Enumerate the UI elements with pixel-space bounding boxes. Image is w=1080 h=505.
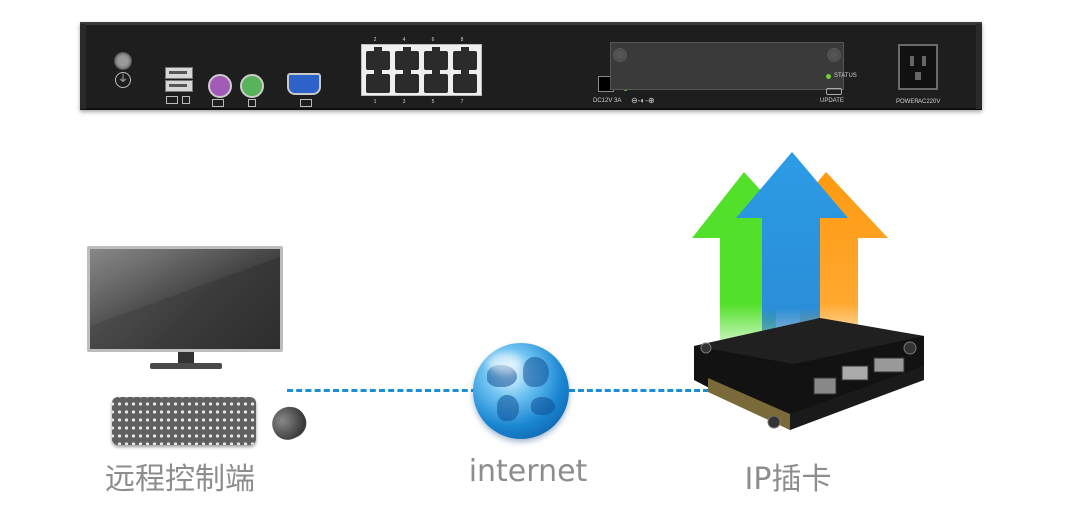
- port-number: 5: [431, 99, 435, 105]
- rack-ear-left: [80, 24, 86, 109]
- usb-port-top: [165, 67, 193, 79]
- screw-icon: [114, 52, 132, 70]
- usb-port-bottom: [165, 80, 193, 92]
- ps2-mouse-port: [240, 74, 264, 98]
- rack-ear-right: [976, 24, 982, 109]
- mouse: [266, 401, 312, 445]
- mouse-icon: [248, 99, 256, 107]
- mouse-icon: [182, 96, 190, 104]
- expansion-slot-cover: [610, 42, 844, 90]
- rj45-port: [453, 70, 477, 93]
- monitor: [87, 246, 283, 352]
- rj45-port: [453, 47, 477, 70]
- update-port: [826, 88, 842, 95]
- screw-icon: [827, 48, 841, 62]
- port-number: 8: [460, 37, 464, 43]
- label-internet: internet: [468, 454, 588, 489]
- monitor-stand: [178, 352, 194, 364]
- ground-icon: ⏚: [115, 72, 131, 88]
- vga-port: [287, 73, 321, 95]
- power-label: POWER: [896, 99, 919, 105]
- dc-label: DC12V 3A: [593, 98, 622, 104]
- monitor-icon: [300, 99, 312, 107]
- rj45-port: [366, 47, 390, 70]
- ac-power-inlet: [898, 44, 938, 90]
- ip-card: [694, 318, 924, 430]
- keyboard-icon: [212, 99, 224, 107]
- rj45-port: [395, 47, 419, 70]
- port-number: 7: [460, 99, 464, 105]
- polarity-icon: ⊖-◐-⊕: [631, 96, 655, 105]
- port-number: 2: [373, 37, 377, 43]
- label-ip-card: IP插卡: [744, 462, 832, 497]
- ac-label: AC220V: [918, 99, 941, 105]
- update-label: UPDATE: [820, 98, 844, 104]
- rj45-port: [366, 70, 390, 93]
- rj45-port: [395, 70, 419, 93]
- label-remote-console: 远程控制端: [105, 462, 255, 497]
- port-number: 6: [431, 37, 435, 43]
- screw-icon: [613, 48, 627, 62]
- upload-arrows: [692, 152, 888, 360]
- dashed-link-right: [569, 389, 709, 392]
- port-number: 4: [402, 37, 406, 43]
- arrow-blue: [736, 152, 848, 360]
- rj45-port: [424, 70, 448, 93]
- keyboard-icon: [166, 96, 178, 104]
- status-label: STATUS: [834, 73, 857, 79]
- globe-icon: [473, 343, 569, 439]
- ps2-keyboard-port: [208, 74, 232, 98]
- dashed-link-left: [287, 389, 477, 392]
- monitor-reflection: [90, 249, 280, 349]
- port-number: 1: [373, 99, 377, 105]
- rj45-port: [424, 47, 448, 70]
- keyboard: [112, 397, 256, 445]
- status-led: [826, 74, 831, 79]
- port-number: 3: [402, 99, 406, 105]
- monitor-base: [150, 363, 222, 369]
